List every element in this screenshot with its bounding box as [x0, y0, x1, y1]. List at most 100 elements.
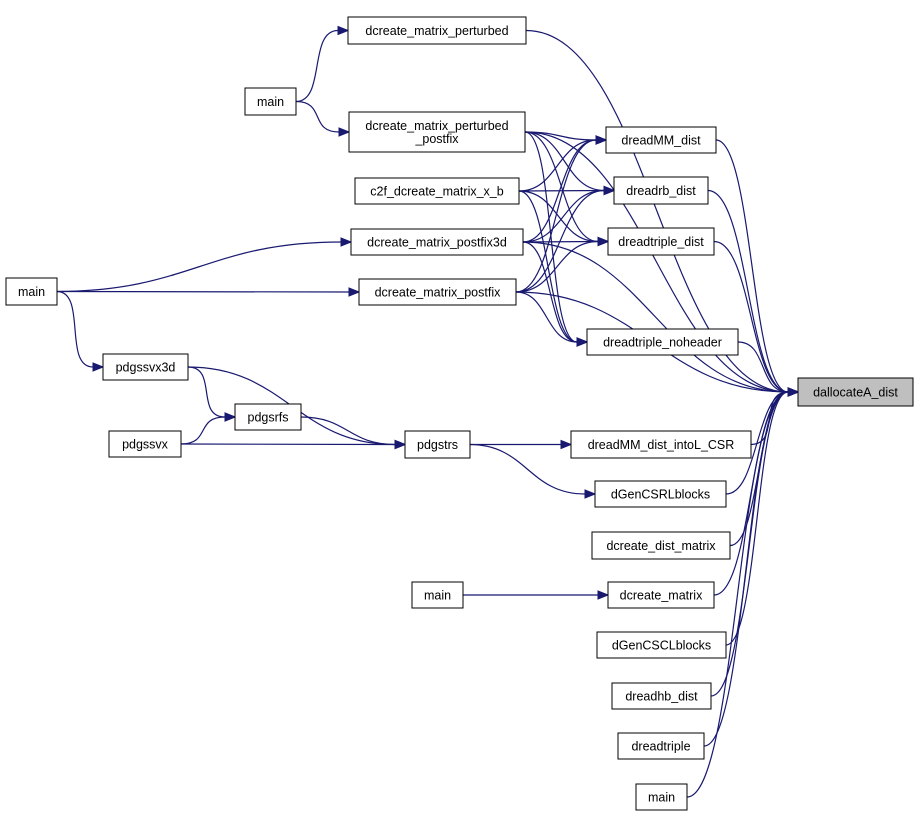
arrowhead-icon [348, 287, 361, 297]
edge-line [737, 341, 789, 393]
node-label: dreadrb_dist [626, 184, 696, 198]
node-label: dcreate_dist_matrix [606, 539, 716, 553]
node-box [350, 228, 524, 256]
edge-line [525, 29, 789, 393]
node-box [605, 126, 717, 154]
arrowhead-icon [338, 127, 351, 137]
edge-line [180, 416, 226, 445]
node-label: dreadtriple [631, 740, 690, 754]
edge-line [524, 131, 789, 393]
node-pdgssvx[interactable]: pdgssvx [108, 430, 182, 458]
arrowhead-icon [595, 135, 608, 145]
node-box [108, 430, 182, 458]
edge-line [515, 189, 605, 293]
node-dGenCSCLblocks[interactable]: dGenCSCLblocks [596, 631, 727, 659]
call-edge-dreadtriple_dist-to-dallocateA_dist [713, 240, 800, 397]
node-label: main [257, 95, 284, 109]
node-dcreate-matrix-perturbed-postfix[interactable]: dcreate_matrix_perturbed_postfix [348, 111, 526, 153]
arrowhead-icon [337, 25, 350, 36]
node-label: dcreate_matrix_perturbed [365, 119, 508, 133]
node-box [617, 732, 705, 760]
node-pdgstrs[interactable]: pdgstrs [404, 430, 471, 459]
arrowhead-icon [584, 489, 597, 499]
edge-line [56, 241, 342, 293]
node-box [404, 430, 471, 459]
call-edge-pdgstrs-to-dreadMM_dist_intoL_CSR [470, 439, 573, 450]
edge-line [515, 139, 597, 293]
call-edge-dcreate_matrix_postfix-to-dreadrb_dist [515, 185, 616, 293]
call-edge-dcreate_matrix_perturbed_postfix-to-dallocateA_dist [524, 131, 800, 397]
node-dcreate-dist-matrix[interactable]: dcreate_dist_matrix [591, 531, 731, 560]
node-label: dcreate_matrix [620, 589, 703, 603]
node-box [613, 176, 709, 205]
node-main-c[interactable]: main [411, 581, 464, 609]
node-label: dcreate_matrix_postfix3d [367, 236, 507, 250]
node-box [607, 227, 715, 256]
edge-line [725, 391, 789, 495]
node-dreadMM-dist-intoL-CSR[interactable]: dreadMM_dist_intoL_CSR [570, 430, 752, 459]
node-dreadMM-dist[interactable]: dreadMM_dist [605, 126, 717, 154]
node-dcreate-matrix[interactable]: dcreate_matrix [607, 581, 715, 609]
node-dGenCSRLblocks[interactable]: dGenCSRLblocks [594, 480, 727, 508]
node-dreadrb-dist[interactable]: dreadrb_dist [613, 176, 709, 205]
call-edge-dcreate_matrix_postfix-to-dreadMM_dist [515, 135, 608, 293]
edge-line [725, 391, 789, 646]
node-box [411, 581, 464, 609]
node-dreadtriple-noheader[interactable]: dreadtriple_noheader [586, 328, 739, 356]
edge-line [295, 29, 339, 103]
arrowhead-icon [340, 237, 353, 247]
node-label: _postfix [414, 132, 459, 146]
edge-line [518, 189, 605, 192]
node-main-d[interactable]: main [635, 783, 688, 811]
node-box [244, 87, 297, 116]
node-c2f-dcreate-matrix-x-b[interactable]: c2f_dcreate_matrix_x_b [354, 177, 520, 205]
node-label: dreadMM_dist_intoL_CSR [588, 438, 735, 452]
call-nodes: dallocateA_distdcreate_matrix_perturbedm… [5, 16, 914, 811]
edge-line [522, 240, 599, 243]
arrowhead-icon [576, 337, 589, 347]
node-label: dcreate_matrix_perturbed [365, 24, 508, 38]
arrowhead-icon [597, 590, 610, 600]
edge-line [715, 139, 789, 393]
call-edge-main_b-to-pdgssvx3d [56, 290, 105, 372]
call-edge-dreadMM_dist_intoL_CSR-to-dallocateA_dist [750, 387, 800, 446]
node-label: main [648, 791, 675, 805]
node-pdgssvx3d[interactable]: pdgssvx3d [102, 353, 189, 381]
node-dcreate-matrix-perturbed[interactable]: dcreate_matrix_perturbed [347, 16, 527, 45]
node-dreadhb-dist[interactable]: dreadhb_dist [611, 682, 712, 710]
node-main-b[interactable]: main [5, 277, 58, 306]
node-box [348, 111, 526, 153]
edge-line [187, 366, 226, 418]
arrowhead-icon [560, 439, 573, 450]
node-box [234, 403, 302, 431]
edge-line [56, 290, 350, 293]
call-edge-dcreate_matrix_postfix-to-dreadtriple_dist [515, 236, 610, 293]
edge-line [522, 189, 605, 243]
edge-line [515, 240, 599, 293]
node-main-a[interactable]: main [244, 87, 297, 116]
call-edge-main_b-to-dcreate_matrix_postfix [56, 287, 361, 297]
node-dreadtriple-dist[interactable]: dreadtriple_dist [607, 227, 715, 256]
node-dreadtriple[interactable]: dreadtriple [617, 732, 705, 760]
node-box [611, 682, 712, 710]
call-edge-dcreate_matrix_postfix-to-dreadtriple_noheader [515, 291, 589, 347]
edge-line [522, 241, 789, 393]
call-edge-pdgstrs-to-dGenCSRLblocks [469, 443, 597, 499]
node-box [596, 631, 727, 659]
node-box [347, 16, 527, 45]
node-label: dreadtriple_dist [618, 235, 704, 249]
call-edge-dreadrb_dist-to-dallocateA_dist [707, 189, 800, 397]
node-dcreate-matrix-postfix3d[interactable]: dcreate_matrix_postfix3d [350, 228, 524, 256]
call-edge-pdgsrfs-to-pdgstrs [300, 416, 407, 450]
edge-line [713, 240, 789, 393]
node-pdgsrfs[interactable]: pdgsrfs [234, 403, 302, 431]
edge-line [469, 443, 586, 495]
node-label: c2f_dcreate_matrix_x_b [370, 185, 503, 199]
node-dcreate-matrix-postfix[interactable]: dcreate_matrix_postfix [358, 278, 517, 306]
call-edges [56, 25, 800, 798]
edge-line [522, 241, 578, 343]
call-edge-dcreate_matrix_postfix3d-to-dallocateA_dist [522, 241, 800, 397]
edge-line [707, 189, 789, 393]
call-edge-main_c-to-dcreate_matrix [463, 590, 610, 600]
node-label: dGenCSRLblocks [611, 488, 710, 502]
